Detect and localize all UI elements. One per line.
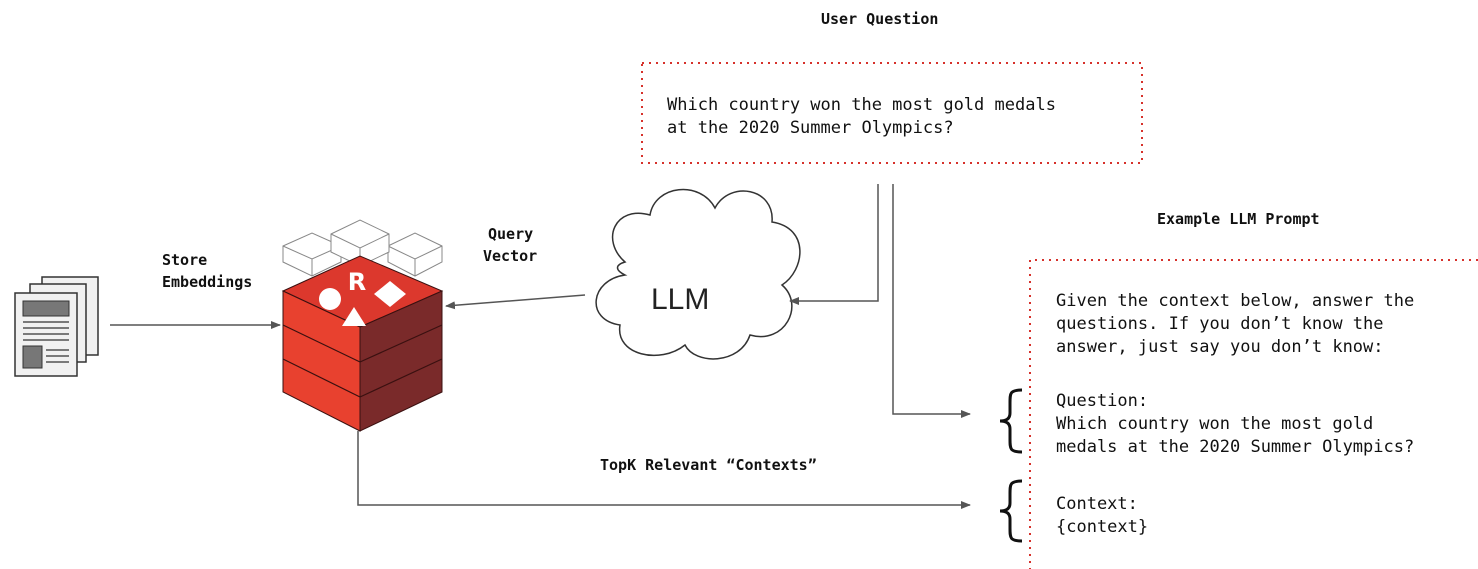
prompt-line-3: answer, just say you don’t know: — [1056, 337, 1384, 357]
llm-label: LLM — [651, 283, 710, 316]
prompt-context-value: {context} — [1056, 517, 1149, 537]
user-question-box — [641, 62, 1143, 164]
store-label-line-1: Store — [162, 251, 208, 269]
prompt-question-line-1: Which country won the most gold — [1056, 414, 1374, 434]
query-label-line-2: Vector — [483, 247, 538, 265]
context-brace-icon — [999, 479, 1023, 543]
topk-label: TopK Relevant “Contexts” — [600, 456, 817, 474]
prompt-title: Example LLM Prompt — [1157, 210, 1320, 228]
query-label-line-1: Query — [488, 225, 534, 243]
llm-cloud-icon — [595, 188, 801, 360]
prompt-question-line-2: medals at the 2020 Summer Olympics? — [1056, 437, 1415, 457]
user-question-line-2: at the 2020 Summer Olympics? — [667, 118, 954, 138]
svg-text:R: R — [348, 268, 366, 296]
embedding-cubes-icon — [282, 219, 443, 277]
user-question-title: User Question — [821, 10, 939, 28]
vector-database-icon: R — [281, 255, 444, 432]
prompt-line-2: questions. If you don’t know the — [1056, 314, 1384, 334]
prompt-context-label: Context: — [1056, 494, 1138, 514]
query-vector-arrow — [445, 294, 586, 310]
prompt-question-label: Question: — [1056, 391, 1149, 411]
documents-icon — [14, 276, 99, 377]
prompt-box — [1029, 259, 1478, 569]
store-label-line-2: Embeddings — [162, 273, 253, 291]
question-brace-icon — [999, 388, 1023, 454]
user-question-line-1: Which country won the most gold medals — [667, 95, 1056, 115]
question-to-llm-arrow — [789, 184, 879, 305]
context-to-prompt-arrow — [357, 431, 971, 509]
question-to-prompt-arrow — [892, 184, 971, 418]
prompt-line-1: Given the context below, answer the — [1056, 291, 1415, 311]
